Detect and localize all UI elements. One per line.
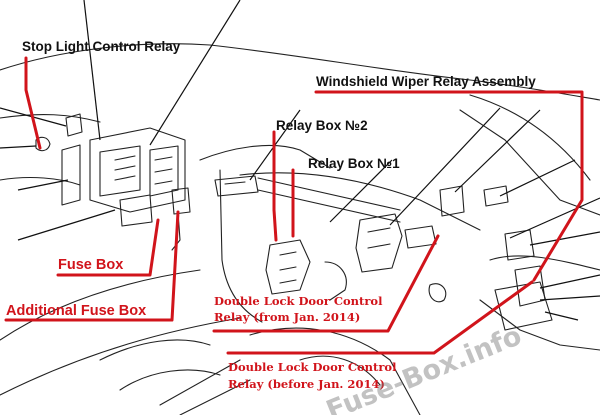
steering-column-lower: [119, 369, 221, 391]
relay-box-1-unit: [355, 213, 403, 273]
right-frame: [459, 109, 600, 216]
fuse-box-panel: [99, 145, 141, 197]
additional-fuse-box-part: [171, 187, 191, 215]
relay-box-2-body: [214, 175, 259, 197]
leader-right-bottom-2: [539, 295, 600, 301]
leader-left-3: [17, 179, 69, 191]
leader-relay-box-1: [329, 159, 393, 223]
cross-member: [239, 172, 481, 231]
callout-additional-fuse-box: [4, 210, 180, 322]
stop-light-relay-part: [65, 113, 83, 137]
left-panel-edge: [0, 113, 101, 123]
leader-wiper-upper: [389, 107, 501, 226]
callout-relay-box-2: [272, 130, 278, 242]
fuse-box-lower: [119, 194, 153, 227]
fuse-box-body: [89, 127, 186, 213]
double-lock-relay-detail: [279, 251, 297, 284]
label-double-lock-from-line1: Double Lock Door Control: [214, 294, 383, 308]
right-relay-small: [483, 185, 509, 207]
fuse-box-slots: [114, 155, 136, 181]
label-double-lock-from-line2: Relay (from Jan. 2014): [214, 310, 361, 324]
callout-double-lock-from: [212, 234, 440, 333]
leader-left-4: [17, 209, 116, 241]
left-trim-edge: [0, 177, 81, 186]
callout-double-lock-before: [226, 280, 534, 355]
leader-top-center: [149, 0, 241, 146]
callout-stop-light: [24, 56, 42, 150]
lower-rod: [159, 359, 241, 406]
label-fuse-box: Fuse Box: [58, 257, 124, 273]
center-console-top: [199, 145, 331, 169]
callout-windshield-wiper: [314, 90, 584, 282]
right-relay-upper: [439, 185, 465, 217]
callout-fuse-box: [56, 218, 160, 277]
left-connector: [35, 136, 51, 152]
leader-right-lower: [509, 197, 600, 239]
lower-rod-2: [179, 379, 251, 415]
floor-console-inner: [299, 355, 381, 386]
right-bottom-frame: [479, 299, 600, 351]
red-callout-lines: [4, 56, 584, 355]
lower-trim-edge-2: [0, 317, 241, 396]
fuse-box-side: [149, 145, 179, 197]
leader-right-lower-2: [529, 231, 600, 246]
wiper-relay-body: [404, 225, 437, 249]
round-connector: [428, 283, 447, 303]
harness-wire: [324, 261, 347, 301]
leader-top-left: [83, 0, 101, 141]
leader-left-2: [0, 145, 37, 149]
leader-right-upper: [454, 109, 541, 193]
right-lower-frame: [489, 255, 600, 271]
fuse-box-side-slots: [154, 156, 173, 185]
cross-beam: [257, 177, 401, 211]
label-additional-fuse-box: Additional Fuse Box: [6, 303, 147, 319]
double-lock-relay-from: [265, 239, 311, 295]
steering-column: [99, 339, 211, 361]
relay-box-1-detail: [367, 227, 391, 249]
black-leader-lines: [0, 0, 600, 321]
center-console-left: [219, 169, 263, 323]
label-relay-box-1: Relay Box №1: [308, 156, 400, 171]
leader-right-bottom: [539, 274, 600, 289]
right-relay-lower: [504, 229, 535, 261]
relay-box-2-detail: [224, 181, 246, 185]
label-relay-box-2: Relay Box №2: [276, 118, 368, 133]
dashboard-top-edge: [0, 43, 600, 101]
label-stop-light-control-relay: Stop Light Control Relay: [22, 39, 181, 54]
leader-right-bottom-3: [544, 311, 579, 321]
right-dash-curve: [469, 94, 591, 181]
label-windshield-wiper-relay-assembly: Windshield Wiper Relay Assembly: [316, 74, 536, 89]
leader-right-small: [499, 159, 576, 197]
left-bracket: [61, 144, 81, 206]
label-double-lock-before-line1: Double Lock Door Control: [228, 360, 397, 374]
right-bracket: [494, 281, 553, 331]
label-double-lock-before-line2: Relay (before Jan. 2014): [228, 377, 385, 391]
